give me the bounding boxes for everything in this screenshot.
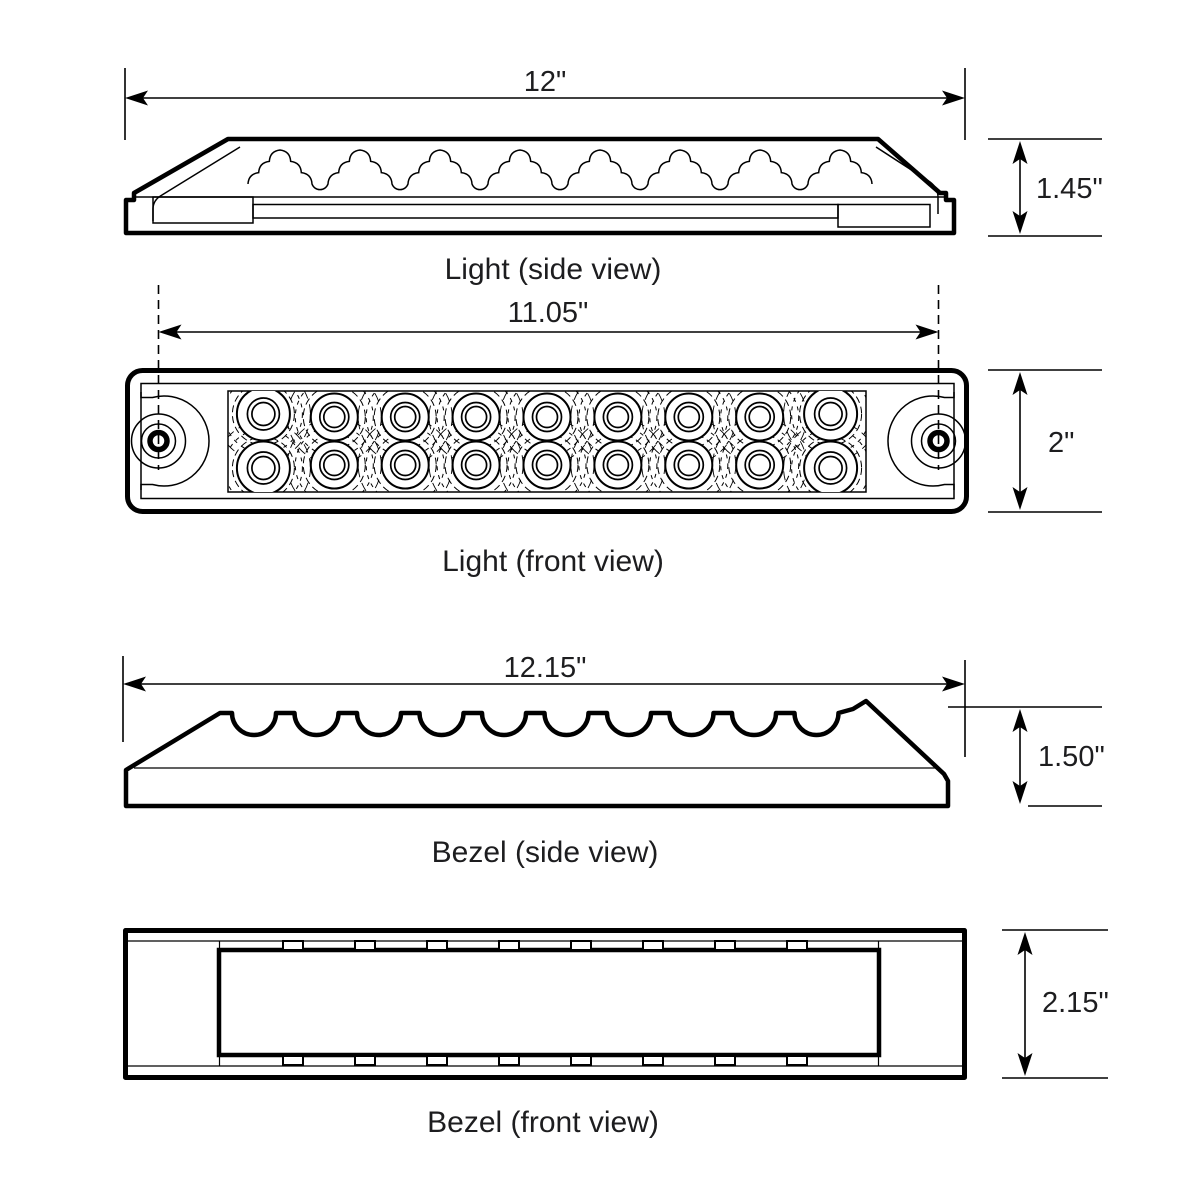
arrowhead-right [942,90,965,106]
arrowhead-left [125,90,148,106]
led-array [235,391,859,492]
tab [786,1055,808,1066]
tab [714,1055,736,1066]
arrowhead-down [1012,781,1028,804]
tab [570,940,592,951]
screw-left [130,413,187,469]
screw-right [910,413,967,469]
dim-bezel-width: 12.15" [504,652,587,684]
arrowhead-down [1012,487,1028,510]
arrowhead-down [1017,1053,1033,1076]
tab [498,1055,520,1066]
tab [354,1055,376,1066]
mounting-tabs [282,940,808,1066]
tab [282,940,304,951]
dimension-arrowheads [123,90,1033,1076]
arrowhead-right [942,676,965,692]
led-panel [227,390,867,493]
tab [714,940,736,951]
view-label-light-side: Light (side view) [445,253,662,286]
arrowhead-right [915,324,939,340]
bezel-front-outline [123,928,967,1080]
tab [498,940,520,951]
reflector-scallop-pattern [247,149,873,191]
view-label-bezel-side: Bezel (side view) [432,836,659,869]
bezel-side-outline [123,698,951,809]
dim-light-width: 12" [524,66,567,98]
dim-light-front-height: 2" [1048,427,1074,459]
arrowhead-up [1012,709,1028,732]
bezel-front-view: 2.15" Bezel (front view) [123,928,1109,1139]
tab [282,1055,304,1066]
dim-screw-spacing: 11.05" [508,297,589,329]
light-front-outline [125,368,969,514]
arrowhead-up [1012,372,1028,395]
bezel-opening [216,947,882,1058]
light-side-outline [123,136,957,236]
tab [426,940,448,951]
arrowhead-left [123,676,146,692]
arrowhead-up [1012,141,1028,164]
tab [786,940,808,951]
arrowhead-up [1017,932,1033,955]
view-label-bezel-front: Bezel (front view) [427,1106,659,1139]
dim-light-height: 1.45" [1036,173,1103,205]
dim-bezel-front-height: 2.15" [1042,987,1109,1019]
dim-bezel-side-height: 1.50" [1038,741,1105,773]
tab [570,1055,592,1066]
screw-bracket-right [887,392,955,490]
view-label-light-front: Light (front view) [442,545,664,578]
screw-bracket-left [140,392,210,490]
light-side-view: 12" 1.45" Light (side view) [123,66,1103,286]
inner-slope-right [875,146,939,214]
bezel-side-view: 12.15" 1.50" Bezel (side view) [122,652,1105,869]
tab [642,940,664,951]
lens-step-right [837,203,931,228]
arrowhead-down [1012,211,1028,234]
tab [426,1055,448,1066]
light-front-view: 11.05" 2" Light (front view) [125,285,1102,578]
tab [354,940,376,951]
arrowhead-left [158,324,182,340]
tab [642,1055,664,1066]
